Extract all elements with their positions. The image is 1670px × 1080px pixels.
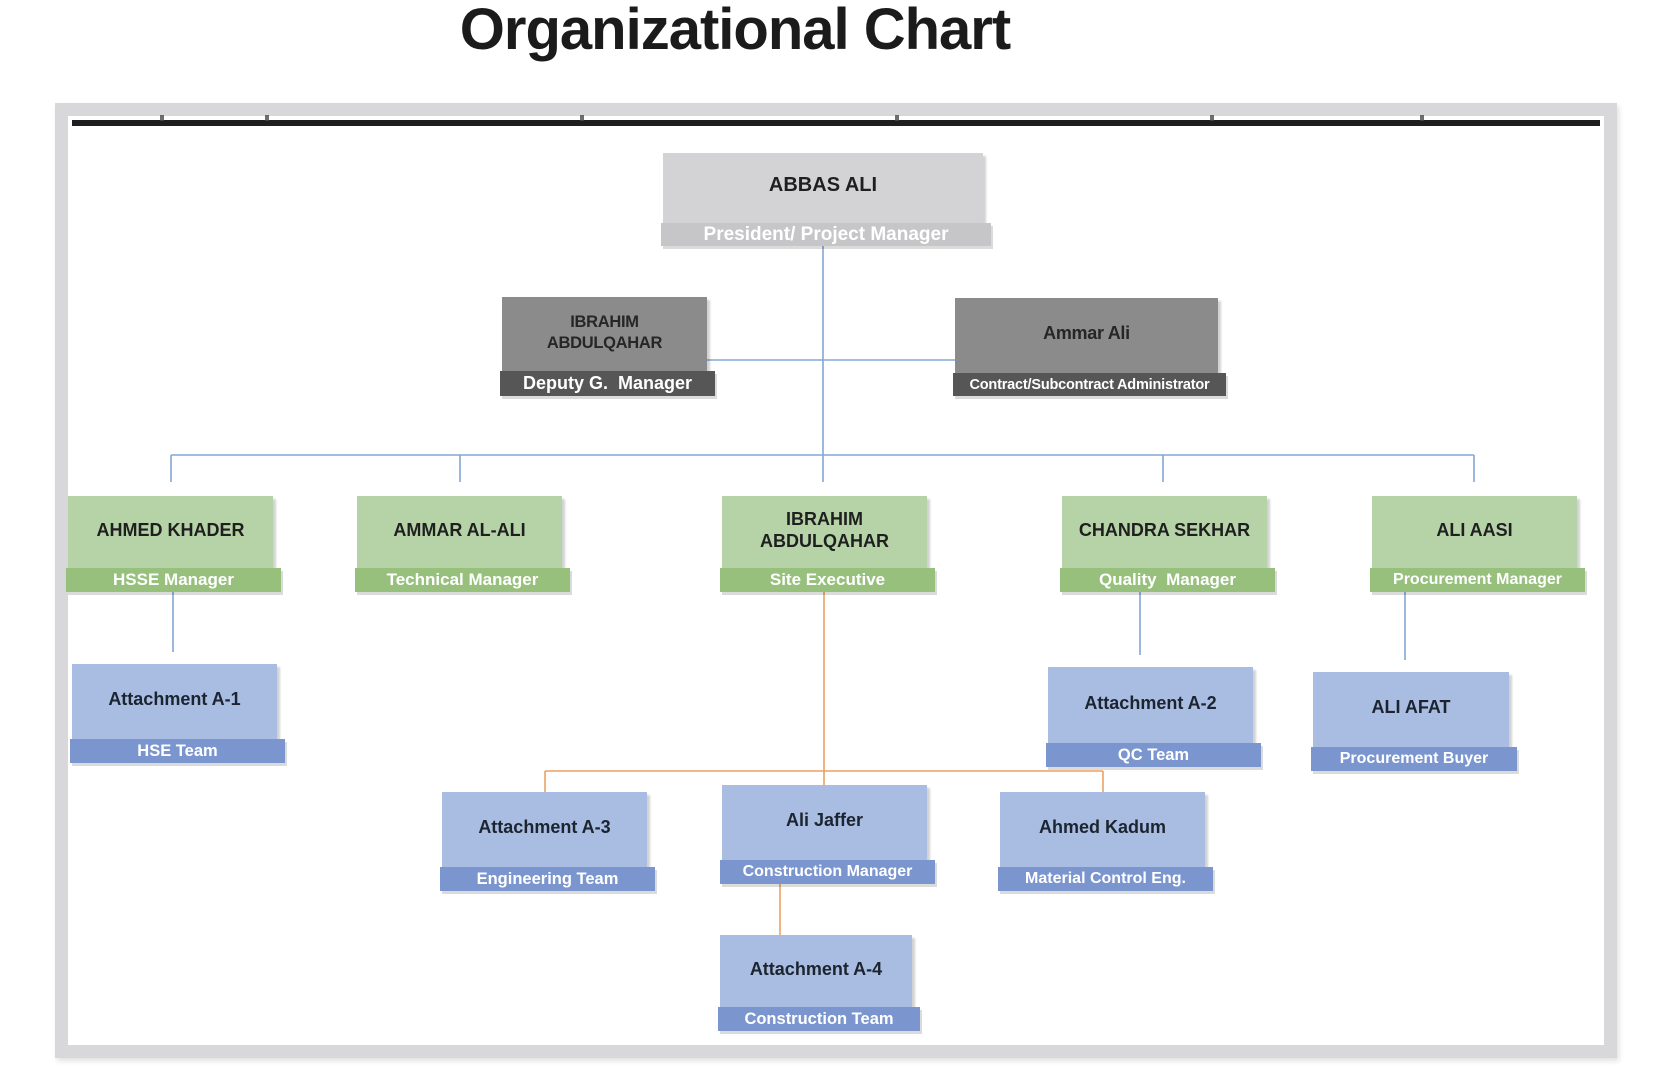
page-title: Organizational Chart <box>459 0 1011 62</box>
org-node-president: ABBAS ALI President/ Project Manager <box>661 153 991 246</box>
org-node-hsse-manager: AHMED KHADER HSSE Manager <box>66 496 281 592</box>
node-role-band: Site Executive <box>720 568 935 592</box>
node-role-band: Technical Manager <box>355 568 570 592</box>
node-role-band: HSE Team <box>70 739 285 763</box>
org-node-procurement-manager: ALI AASI Procurement Manager <box>1370 496 1585 592</box>
org-node-contract-admin: Ammar Ali Contract/Subcontract Administr… <box>953 298 1226 396</box>
ruler-tick <box>160 115 164 121</box>
node-role-band: Deputy G. Manager <box>500 371 715 396</box>
org-node-procurement-buyer: ALI AFAT Procurement Buyer <box>1311 672 1517 771</box>
node-name: ABBAS ALI <box>768 174 878 196</box>
org-node-qc-team: Attachment A-2 QC Team <box>1046 667 1261 767</box>
node-name: CHANDRA SEKHAR <box>1078 519 1251 540</box>
node-name: Attachment A-1 <box>108 689 241 710</box>
node-name: AHMED KHADER <box>96 519 245 540</box>
node-role-band: Engineering Team <box>440 867 655 891</box>
node-name: ALI AFAT <box>1371 697 1451 718</box>
org-node-material-control-eng: Ahmed Kadum Material Control Eng. <box>998 792 1213 891</box>
ruler-tick <box>580 115 584 121</box>
ruler-tick <box>895 115 899 121</box>
node-name: IBRAHIM ABDULQAHAR <box>760 508 889 552</box>
node-name: ALI AASI <box>1436 519 1513 540</box>
node-role-band: Construction Manager <box>720 860 935 884</box>
top-rule-line <box>72 120 1600 126</box>
org-node-deputy-gm: IBRAHIM ABDULQAHAR Deputy G. Manager <box>500 297 715 396</box>
org-node-site-executive: IBRAHIM ABDULQAHAR Site Executive <box>720 496 935 592</box>
secondary-connectors <box>544 586 1104 935</box>
node-name: Attachment A-2 <box>1084 692 1217 713</box>
node-role-band: Procurement Manager <box>1370 568 1585 592</box>
ruler-tick <box>265 115 269 121</box>
node-role-band: HSSE Manager <box>66 568 281 592</box>
node-name: Attachment A-3 <box>478 817 611 838</box>
node-name: Ahmed Kadum <box>1038 817 1166 838</box>
primary-connectors <box>170 240 1475 660</box>
node-name: Ali Jaffer <box>785 810 864 831</box>
node-role-band: QC Team <box>1046 743 1261 767</box>
org-node-construction-team: Attachment A-4 Construction Team <box>718 935 920 1031</box>
org-node-construction-manager: Ali Jaffer Construction Manager <box>720 785 935 884</box>
node-name: AMMAR AL-ALI <box>393 519 526 540</box>
node-role-band: Material Control Eng. <box>998 867 1213 891</box>
node-role-band: Contract/Subcontract Administrator <box>953 373 1226 396</box>
ruler-tick <box>1210 115 1214 121</box>
node-role-band: Construction Team <box>718 1007 920 1031</box>
node-role-band: Quality Manager <box>1060 568 1275 592</box>
org-node-hse-team: Attachment A-1 HSE Team <box>70 664 285 763</box>
node-name: Ammar Ali <box>1043 322 1130 343</box>
node-role-band: Procurement Buyer <box>1311 747 1517 771</box>
node-role-band: President/ Project Manager <box>661 223 991 246</box>
org-node-technical-manager: AMMAR AL-ALI Technical Manager <box>355 496 570 592</box>
node-name: Attachment A-4 <box>749 958 883 979</box>
org-node-quality-manager: CHANDRA SEKHAR Quality Manager <box>1060 496 1275 592</box>
node-name: IBRAHIM ABDULQAHAR <box>546 312 663 352</box>
ruler-tick <box>1420 115 1424 121</box>
org-node-engineering-team: Attachment A-3 Engineering Team <box>440 792 655 891</box>
